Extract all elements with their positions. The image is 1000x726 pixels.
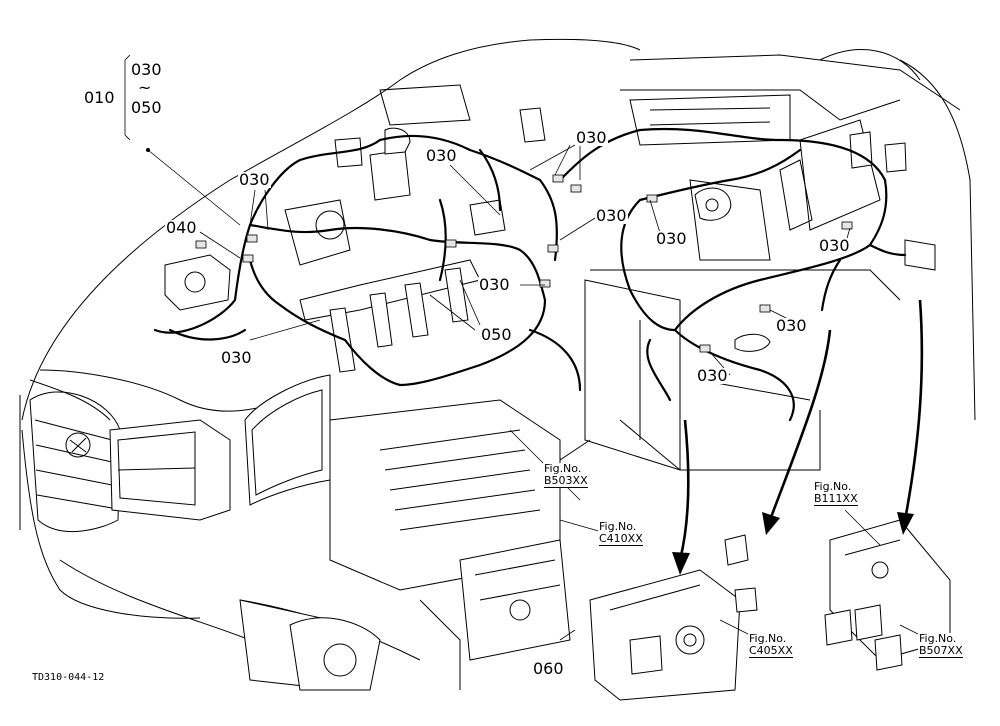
ref-030-cab-right: 030	[818, 236, 851, 255]
ref-030-range-top: 030	[130, 60, 163, 79]
ref-030-top-right: 030	[575, 128, 608, 147]
front-grille	[29, 391, 121, 533]
radiator-screen	[239, 399, 561, 691]
fig-ref-b507: Fig.No. B507XX	[918, 633, 964, 658]
fig-ref-b503-prefix: Fig.No.	[544, 462, 582, 475]
fig-ref-b111: Fig.No. B111XX	[813, 481, 859, 506]
ref-040: 040	[165, 218, 198, 237]
ref-030-left-upper: 030	[238, 170, 271, 189]
fig-ref-c405-code: C405XX	[749, 644, 793, 658]
fig-ref-c410-code: C410XX	[599, 532, 643, 546]
fig-ref-b111-prefix: Fig.No.	[814, 480, 852, 493]
hydraulic-control	[589, 534, 758, 701]
valve-block	[459, 539, 571, 661]
ref-030-lower-center: 030	[696, 366, 729, 385]
ref-030-left-lower: 030	[220, 348, 253, 367]
fig-ref-b503: Fig.No. B503XX	[543, 463, 589, 488]
ref-030-center-upper: 030	[425, 146, 458, 165]
harness-clips	[195, 174, 853, 353]
headlight	[109, 419, 231, 521]
side-panel	[244, 374, 331, 506]
fig-ref-c405-prefix: Fig.No.	[749, 632, 787, 645]
ref-range-tilde: ~	[137, 78, 153, 97]
ref-030-center-right: 030	[595, 206, 628, 225]
fig-ref-c410-prefix: Fig.No.	[599, 520, 637, 533]
ref-060: 060	[532, 659, 565, 678]
fig-ref-c405: Fig.No. C405XX	[748, 633, 794, 658]
tractor-hood-outline	[19, 38, 641, 661]
ref-030-center: 030	[478, 275, 511, 294]
fig-ref-b507-code: B507XX	[919, 644, 963, 658]
ref-010: 010	[83, 88, 116, 107]
chassis-frame	[559, 49, 976, 520]
fig-ref-b503-code: B503XX	[544, 474, 588, 488]
fig-ref-b507-prefix: Fig.No.	[919, 632, 957, 645]
drawing-id: TD310-044-12	[32, 672, 105, 683]
fig-ref-b111-code: B111XX	[814, 492, 858, 506]
ref-050-range-bottom: 050	[130, 98, 163, 117]
ref-030-cab: 030	[655, 229, 688, 248]
callout-arrows	[672, 299, 924, 575]
ref-030-lower-right: 030	[775, 316, 808, 335]
ref-050: 050	[480, 325, 513, 344]
fig-ref-c410: Fig.No. C410XX	[598, 521, 644, 546]
